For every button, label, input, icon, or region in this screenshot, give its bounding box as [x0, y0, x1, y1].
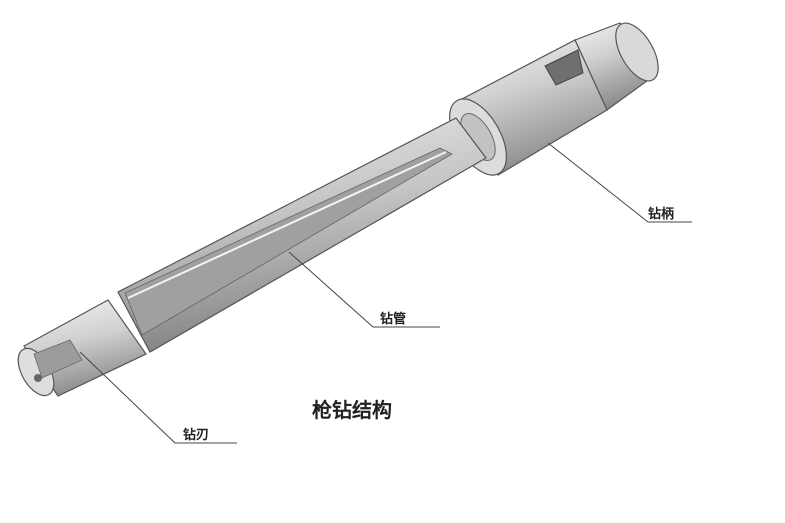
shank-label: 钻柄: [648, 206, 674, 222]
tip-label: 钻刃: [183, 427, 209, 443]
tube-label: 钻管: [380, 311, 406, 327]
shank-leader-line: [547, 142, 692, 223]
shank-flat-notch: [544, 49, 584, 86]
coolant-hole: [34, 374, 42, 382]
tip-leader-line: [79, 351, 237, 444]
drill-tip: [17, 299, 147, 397]
tube-flute: [124, 147, 453, 336]
drill-shank: [449, 22, 659, 176]
diagram-caption: 枪钻结构: [312, 398, 392, 422]
drill-tube: [117, 117, 487, 353]
tube-leader-line: [288, 251, 440, 328]
